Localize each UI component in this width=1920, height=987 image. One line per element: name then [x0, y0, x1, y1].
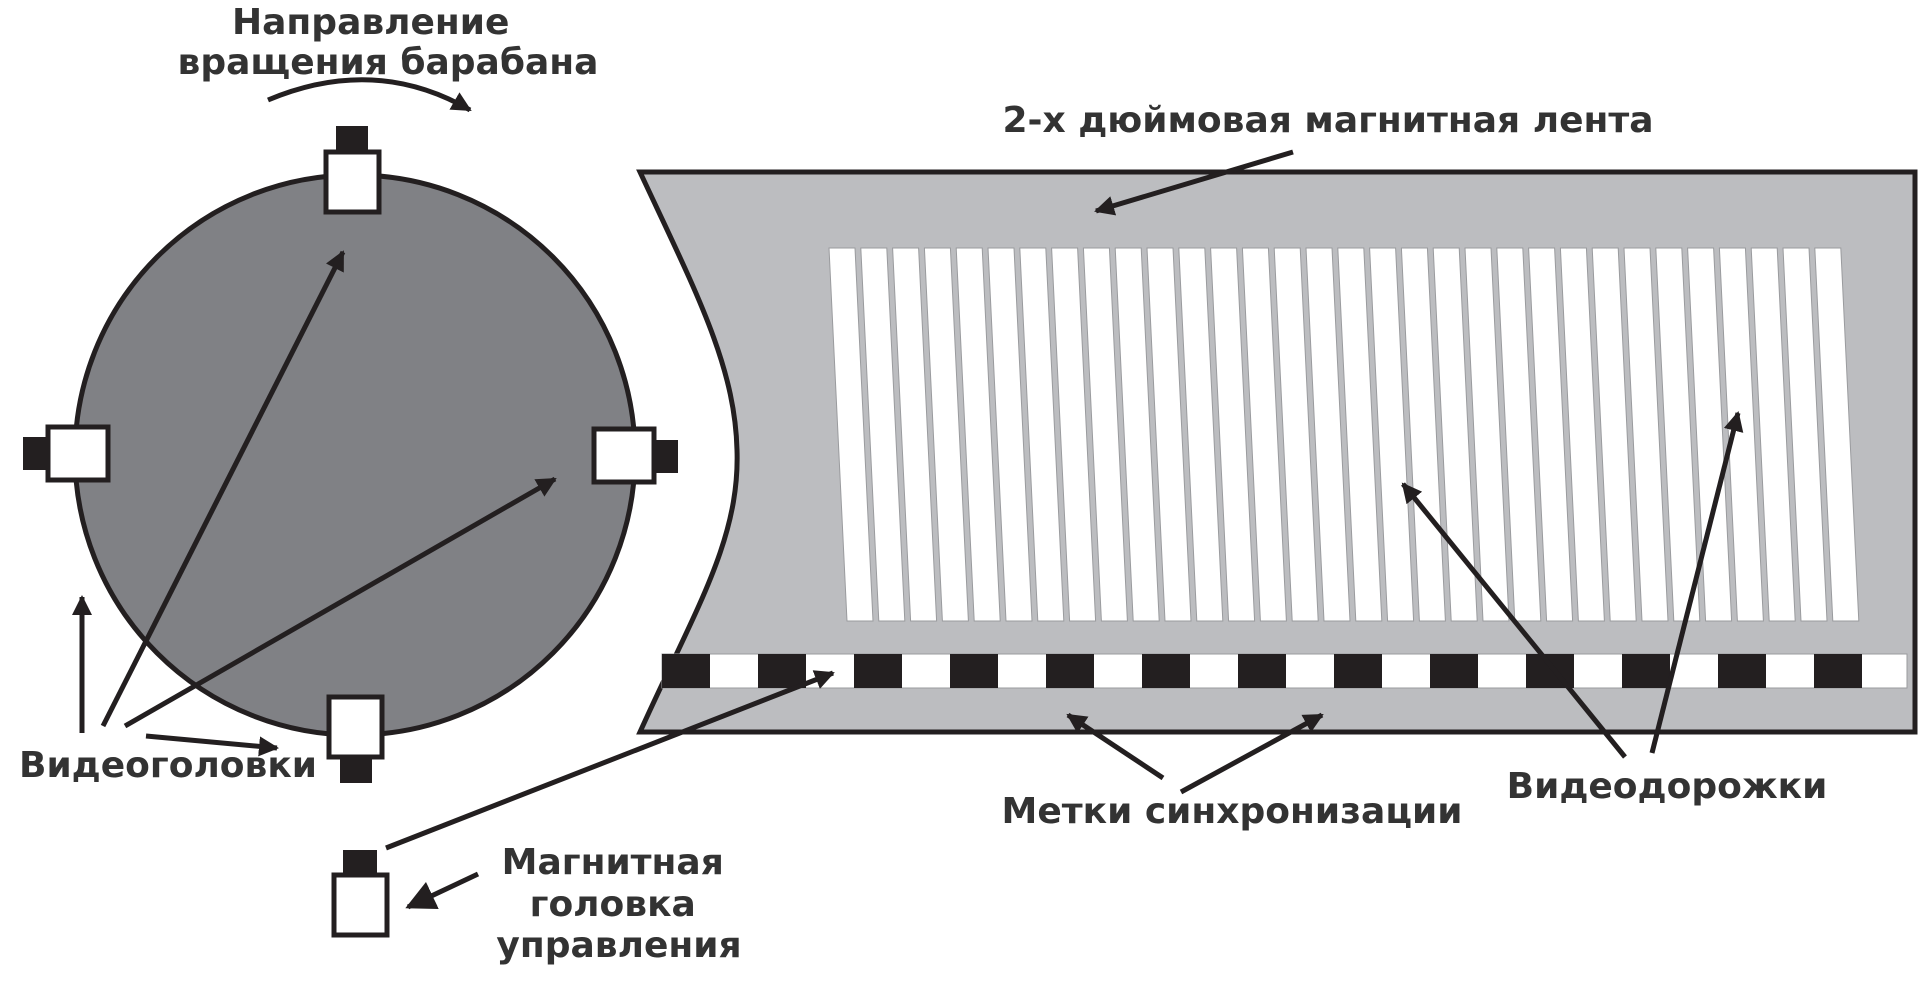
video-track: [1432, 247, 1478, 622]
video-track: [1019, 247, 1065, 622]
control-head: [331, 850, 390, 938]
video-track: [1496, 247, 1542, 622]
sync-mark: [1238, 654, 1286, 688]
sync-mark: [950, 654, 998, 688]
sync-mark: [1622, 654, 1670, 688]
video-track: [1718, 247, 1764, 622]
sync-mark: [1718, 654, 1766, 688]
video-track: [1178, 247, 1224, 622]
video-track: [1305, 247, 1351, 622]
video-tracks-arrow-right: [1649, 411, 1744, 754]
control-head-label-line2: головка: [530, 884, 696, 925]
drum-rotation-label-line2: вращения барабана: [178, 42, 599, 83]
sync-mark: [1814, 654, 1862, 688]
video-track: [1369, 247, 1415, 622]
video-track: [955, 247, 1001, 622]
tape-label: 2-х дюймовая магнитная лента: [1002, 100, 1653, 141]
video-track: [1782, 247, 1828, 622]
sync-mark: [1142, 654, 1190, 688]
video-track: [1146, 247, 1192, 622]
video-tracks-label: Видеодорожки: [1507, 766, 1828, 807]
control-head-label-line1: Магнитная: [502, 842, 724, 883]
video-track: [1051, 247, 1097, 622]
video-track: [1814, 247, 1860, 622]
sync-mark: [1334, 654, 1382, 688]
tape-label-arrow: [1094, 149, 1294, 216]
video-heads-arrow-right: [123, 476, 557, 729]
head-drum: [72, 172, 638, 738]
sync-marks-arrow-left: [1066, 712, 1165, 781]
control-head-label-arrow: [405, 871, 480, 910]
drum-rotation-label: Направление вращения барабана: [178, 2, 599, 83]
sync-mark: [854, 654, 902, 688]
video-track: [987, 247, 1033, 622]
sync-mark: [662, 654, 710, 688]
video-track: [1528, 247, 1574, 622]
sync-mark: [1046, 654, 1094, 688]
video-track: [1082, 247, 1128, 622]
video-track: [1210, 247, 1256, 622]
video-tracks: [828, 247, 1860, 622]
video-tracks-arrow-left: [1401, 482, 1627, 759]
sync-marks-arrow-right: [1179, 712, 1324, 795]
video-track: [1655, 247, 1701, 622]
control-head-tape-arrow: [385, 670, 835, 851]
video-head-right: [591, 426, 678, 485]
video-head-left: [23, 424, 111, 483]
video-heads-arrow-top: [100, 250, 346, 728]
video-track: [1623, 247, 1669, 622]
video-heads-arrow-bottom: [145, 733, 279, 757]
video-track: [1241, 247, 1287, 622]
control-head-label: Магнитная головка управления: [496, 842, 741, 966]
sync-marks-label: Метки синхронизации: [1002, 791, 1463, 832]
drum-rotation-label-line1: Направление: [232, 2, 509, 43]
video-track: [1337, 247, 1383, 622]
video-head-bottom: [326, 694, 385, 783]
sync-marks: [662, 654, 1862, 688]
video-track: [892, 247, 938, 622]
video-track: [1273, 247, 1319, 622]
video-track: [1687, 247, 1733, 622]
video-head-top: [323, 126, 382, 215]
video-track: [1114, 247, 1160, 622]
video-track: [1750, 247, 1796, 622]
drum-rotation-arrow: [267, 77, 472, 113]
video-track: [923, 247, 969, 622]
control-head-label-line3: управления: [496, 925, 741, 966]
video-track: [1591, 247, 1637, 622]
video-track: [1559, 247, 1605, 622]
video-track: [828, 247, 874, 622]
sync-mark: [758, 654, 806, 688]
video-track: [1464, 247, 1510, 622]
video-track: [860, 247, 906, 622]
video-heads-label: Видеоголовки: [19, 745, 317, 786]
sync-mark: [1430, 654, 1478, 688]
